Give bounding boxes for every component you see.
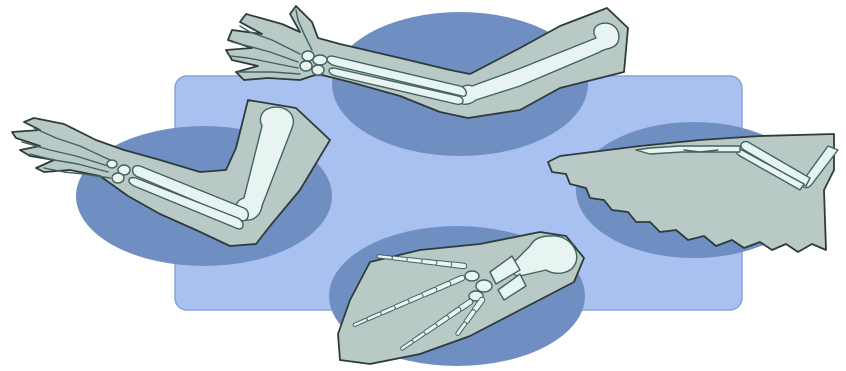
whale-phalanx <box>379 256 391 257</box>
whale-phalanx <box>438 263 450 264</box>
whale-phalanx <box>452 265 464 266</box>
whale-phalanx <box>394 258 406 259</box>
whale-phalanx <box>423 261 435 262</box>
whale-phalanx <box>408 260 420 261</box>
